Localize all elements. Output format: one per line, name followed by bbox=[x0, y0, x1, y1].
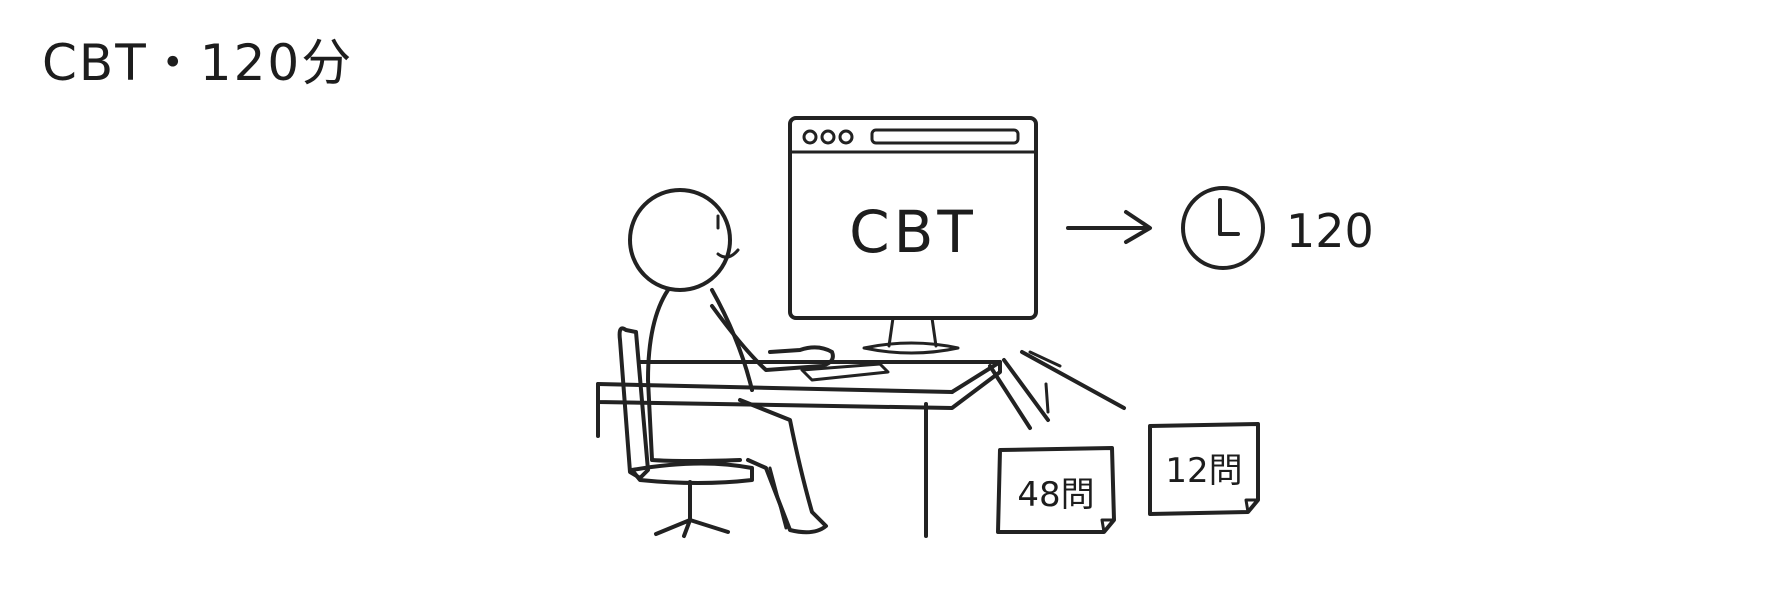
note-label: 12問 bbox=[1165, 451, 1242, 491]
window-dot-icon bbox=[802, 129, 818, 145]
computer-monitor: CBT bbox=[788, 116, 1038, 355]
chair bbox=[617, 326, 754, 538]
note-card: 48問 bbox=[996, 446, 1116, 534]
monitor-screen-text: CBT bbox=[849, 198, 977, 266]
person bbox=[628, 188, 835, 535]
timer-value: 120 bbox=[1286, 204, 1374, 258]
page-title: CBT・120分 bbox=[42, 34, 353, 92]
monitor-stand bbox=[887, 316, 938, 348]
clock-icon bbox=[1181, 186, 1265, 270]
smile bbox=[716, 248, 740, 259]
arrow-right-icon bbox=[1066, 210, 1152, 244]
head bbox=[628, 188, 732, 292]
window-dot-icon bbox=[820, 129, 836, 145]
address-bar bbox=[870, 128, 1020, 145]
timer: 120 bbox=[1181, 186, 1374, 270]
desk bbox=[596, 350, 1126, 538]
note-label: 48問 bbox=[1017, 475, 1094, 515]
note-card: 12問 bbox=[1148, 422, 1260, 516]
window-dot-icon bbox=[838, 129, 854, 145]
